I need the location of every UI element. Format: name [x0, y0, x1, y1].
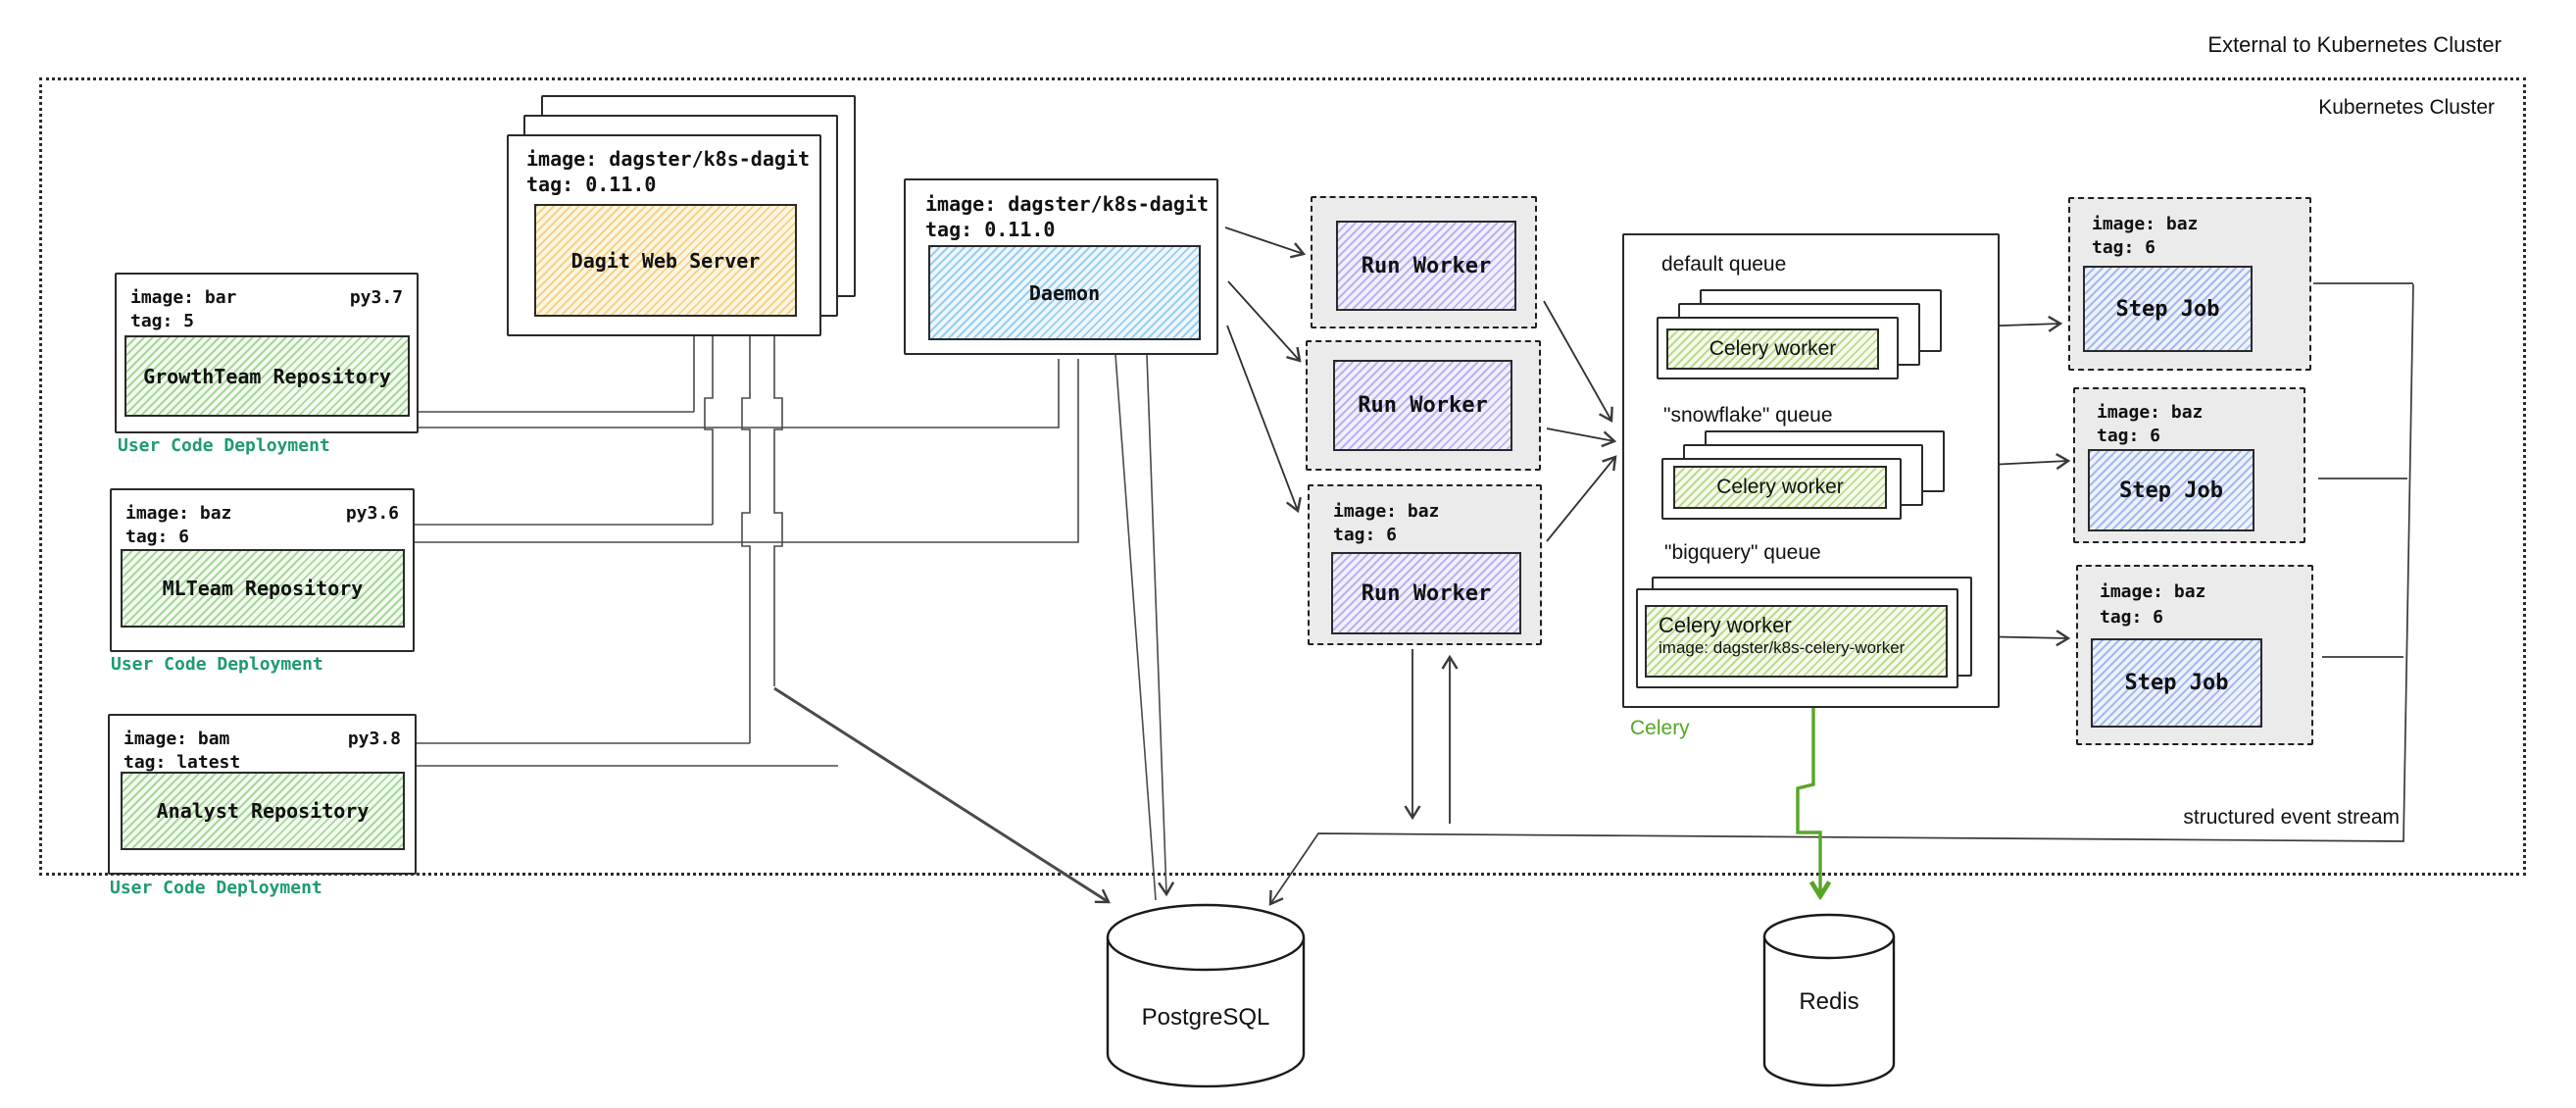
step-job-tag-text: tag: 6	[2092, 237, 2156, 258]
step-job-tag-text: tag: 6	[2100, 607, 2164, 628]
queue-label-bigquery: "bigquery" queue	[1664, 541, 1821, 564]
repo-growthteam: GrowthTeam Repository	[124, 335, 410, 417]
daemon-image-text: image: dagster/k8s-dagit	[925, 192, 1209, 216]
repo-mlteam: MLTeam Repository	[121, 549, 405, 628]
repo-image-text: image: bar	[130, 287, 237, 308]
repo-name-label: Analyst Repository	[156, 799, 370, 823]
run-worker-1: Run Worker	[1336, 221, 1516, 311]
celery-worker-label: Celery worker	[1716, 476, 1844, 498]
repo-python-version: py3.8	[347, 729, 401, 749]
structured-event-stream-label: structured event stream	[2183, 806, 2400, 829]
daemon-label: Daemon	[1028, 280, 1101, 305]
step-job-1: Step Job	[2083, 266, 2253, 352]
repo-python-version: py3.6	[345, 503, 399, 524]
celery-worker-snowflake: Celery worker	[1673, 466, 1887, 509]
repo-name-label: MLTeam Repository	[162, 577, 364, 600]
run-worker-image-text: image: baz	[1333, 501, 1440, 522]
redis-label: Redis	[1799, 988, 1859, 1015]
celery-worker-default: Celery worker	[1666, 328, 1879, 370]
grpc-lines	[415, 336, 1175, 901]
celery-label: Celery	[1630, 717, 1690, 739]
repo-python-version: py3.7	[349, 287, 403, 308]
user-code-deployment-label-2: User Code Deployment	[111, 654, 323, 675]
celery-worker-label: Celery worker	[1659, 613, 1792, 637]
step-job-tag-text: tag: 6	[2097, 426, 2161, 446]
dagit-web-server: Dagit Web Server	[534, 204, 797, 317]
repo-name-label: GrowthTeam Repository	[143, 364, 391, 388]
repo-analyst: Analyst Repository	[121, 772, 405, 850]
daemon-tag-text: tag: 0.11.0	[925, 218, 1056, 241]
run-worker-tag-text: tag: 6	[1333, 525, 1398, 545]
celery-worker-bigquery: Celery worker image: dagster/k8s-celery-…	[1645, 605, 1948, 678]
step-job-image-text: image: baz	[2097, 402, 2204, 423]
step-job-label: Step Job	[2115, 296, 2220, 322]
run-worker-2: Run Worker	[1333, 360, 1512, 451]
celery-worker-image-label: image: dagster/k8s-celery-worker	[1659, 638, 1906, 657]
postgres-cylinder	[1106, 903, 1306, 1088]
kubernetes-cluster-boundary	[39, 77, 2526, 876]
step-job-image-text: image: baz	[2092, 214, 2199, 234]
repo-tag-text: tag: 5	[130, 311, 195, 331]
queue-label-snowflake: "snowflake" queue	[1663, 404, 1833, 427]
external-cluster-label: External to Kubernetes Cluster	[2207, 32, 2502, 57]
run-worker-to-celery-arrows	[1543, 300, 1617, 542]
repo-image-text: image: baz	[125, 503, 232, 524]
run-worker-label: Run Worker	[1358, 393, 1488, 418]
step-job-label: Step Job	[2124, 671, 2229, 695]
repo-tag-text: tag: latest	[124, 752, 241, 773]
redis-cylinder	[1762, 913, 1896, 1087]
run-worker-label: Run Worker	[1361, 253, 1492, 278]
dagit-image-text: image: dagster/k8s-dagit	[526, 147, 810, 171]
run-worker-label: Run Worker	[1361, 580, 1492, 606]
dagit-label: Dagit Web Server	[570, 248, 761, 273]
repo-image-text: image: bam	[124, 729, 230, 749]
queue-label-default: default queue	[1661, 253, 1787, 276]
dagit-tag-text: tag: 0.11.0	[526, 173, 657, 196]
celery-worker-label: Celery worker	[1709, 337, 1837, 360]
user-code-deployment-label-3: User Code Deployment	[110, 878, 322, 898]
step-job-image-text: image: baz	[2100, 581, 2206, 602]
structured-event-stream-lines	[1268, 282, 2414, 906]
postgres-label: PostgreSQL	[1141, 1004, 1270, 1031]
step-job-3: Step Job	[2091, 638, 2262, 728]
step-job-label: Step Job	[2119, 478, 2223, 503]
dagit-to-postgres-line	[773, 686, 1111, 904]
kubernetes-cluster-label: Kubernetes Cluster	[2318, 96, 2495, 119]
run-worker-3: Run Worker	[1331, 552, 1521, 634]
user-code-deployment-label-1: User Code Deployment	[118, 435, 330, 456]
repo-tag-text: tag: 6	[125, 527, 190, 547]
daemon-to-run-worker-arrows	[1224, 227, 1307, 514]
celery-to-redis-line	[1796, 708, 1820, 896]
step-job-2: Step Job	[2088, 449, 2254, 531]
daemon: Daemon	[928, 245, 1201, 340]
